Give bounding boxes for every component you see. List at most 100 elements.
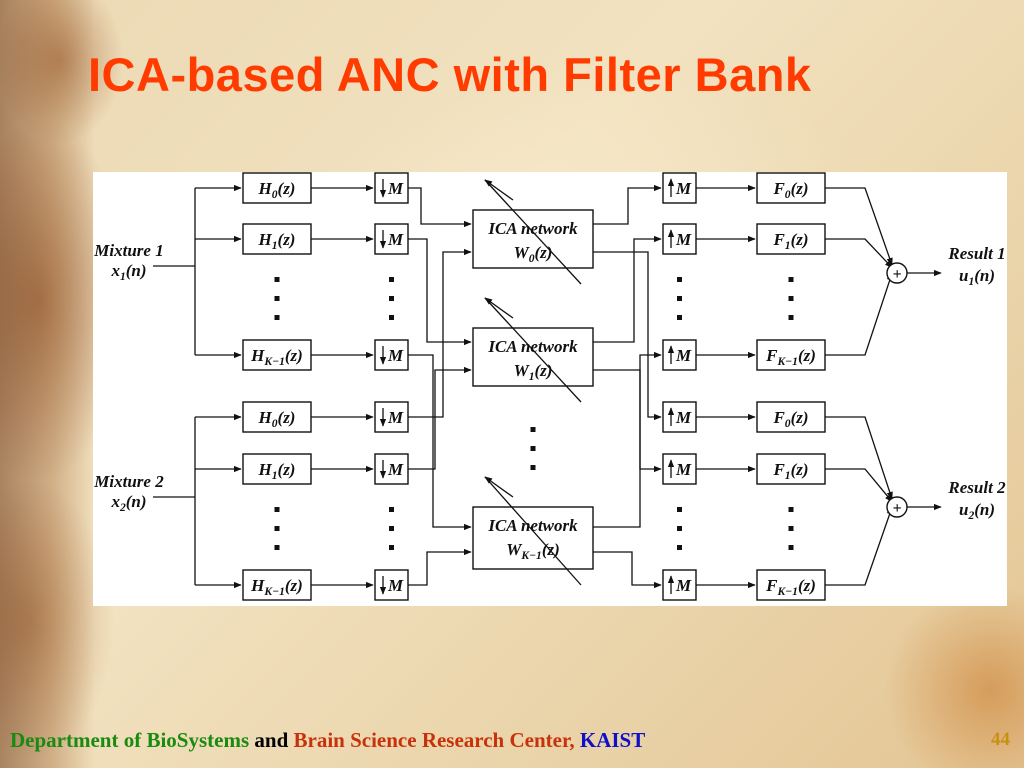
ellipsis-dots [677,296,682,301]
analysis-filter-label: HK−1(z) [250,346,303,368]
ellipsis-dots [274,526,280,531]
ellipsis-dots [677,526,682,531]
analysis-filter-label: H0(z) [258,179,296,201]
ica-network-title: ICA network [487,219,578,238]
analysis-filter-block [242,223,312,255]
to-upsample-arrow [593,251,662,421]
ellipsis-dots [389,315,394,320]
adaptation-arrow [484,179,514,201]
ellipsis-dots [389,545,394,550]
analysis-filter-block [242,453,312,485]
page-number: 44 [991,729,1010,750]
synthesis-filter-label: FK−1(z) [765,576,816,598]
footer-and: and [249,728,294,752]
analysis-filter-label: H1(z) [258,460,296,482]
to-sum-arrow [825,416,893,500]
synthesis-filter-block [756,569,826,601]
footer-department: Department of BioSystems [10,728,250,752]
ellipsis-dots [389,507,394,512]
background-decoration [0,0,95,768]
ellipsis-dots [788,315,794,320]
ica-network-block [472,209,594,269]
footer-center: Brain Science Research Center, [293,728,575,752]
analysis-filter-block [242,569,312,601]
adaptation-arrow [484,297,514,319]
analysis-filter-block [242,401,312,433]
synthesis-filter-block [756,401,826,433]
ica-network-title: ICA network [487,337,578,356]
synthesis-filter-label: FK−1(z) [765,346,816,368]
to-sum-arrow [825,187,893,266]
ica-weight-label: WK−1(z) [506,540,560,562]
ellipsis-dots [274,545,280,550]
downsampler-label: M [387,230,404,249]
ellipsis-dots [677,315,682,320]
to-upsample-arrow [593,235,662,343]
result-label: Result 1 [947,244,1005,263]
upsampler-label: M [675,576,692,595]
downsampler-label: M [387,576,404,595]
to-ica-arrow [408,354,472,531]
upsampler-label: M [675,408,692,427]
downsampler-block [374,339,409,371]
adaptation-arrow [484,476,514,498]
slide-title: ICA-based ANC with Filter Bank [88,48,812,101]
ellipsis-dots [274,315,280,320]
ellipsis-dots [788,545,794,550]
downsampler-label: M [387,460,404,479]
to-upsample-arrow [593,351,662,528]
downsampler-block [374,453,409,485]
ellipsis-dots [530,446,536,451]
ica-network-block [472,506,594,570]
adaptation-line [484,297,582,403]
ellipsis-dots [677,545,682,550]
result-signal: u1(n) [959,266,995,288]
analysis-filter-label: H0(z) [258,408,296,430]
synthesis-filter-label: F1(z) [772,230,808,252]
upsampler-block [662,172,697,204]
analysis-filter-block [242,172,312,204]
ellipsis-dots [677,277,682,282]
mixture-label: Mixture 1 [93,241,163,260]
upsampler-block [662,569,697,601]
to-ica-arrow [408,366,472,470]
analysis-filter-block [242,339,312,371]
to-upsample-arrow [593,551,662,589]
result-signal: u2(n) [959,500,995,522]
analysis-filter-label: HK−1(z) [250,576,303,598]
ellipsis-dots [677,507,682,512]
downsampler-label: M [387,179,404,198]
adaptation-line [484,476,582,586]
ica-network-title: ICA network [487,516,578,535]
result-label: Result 2 [947,478,1006,497]
to-upsample-arrow [593,184,662,225]
downsampler-block [374,223,409,255]
downsampler-label: M [387,408,404,427]
ellipsis-dots [788,296,794,301]
mixture-label: Mixture 2 [93,472,164,491]
ellipsis-dots [389,277,394,282]
adaptation-line [484,179,582,285]
sum-symbol: + [892,500,901,517]
footer: Department of BioSystems and Brain Scien… [10,726,645,754]
synthesis-filter-label: F1(z) [772,460,808,482]
downsampler-block [374,172,409,204]
ellipsis-dots [788,526,794,531]
synthesis-filter-label: F0(z) [772,179,808,201]
to-sum-arrow [825,506,893,586]
ellipsis-dots [274,507,280,512]
to-sum-arrow [825,468,893,503]
sum-symbol: + [892,266,901,283]
ellipsis-dots [389,526,394,531]
ellipsis-dots [788,277,794,282]
ellipsis-dots [274,277,280,282]
footer-kaist: KAIST [574,728,646,752]
upsampler-label: M [675,460,692,479]
to-sum-arrow [825,272,893,356]
ellipsis-dots [530,427,536,432]
upsampler-label: M [675,230,692,249]
to-ica-arrow [408,548,472,586]
upsampler-block [662,401,697,433]
